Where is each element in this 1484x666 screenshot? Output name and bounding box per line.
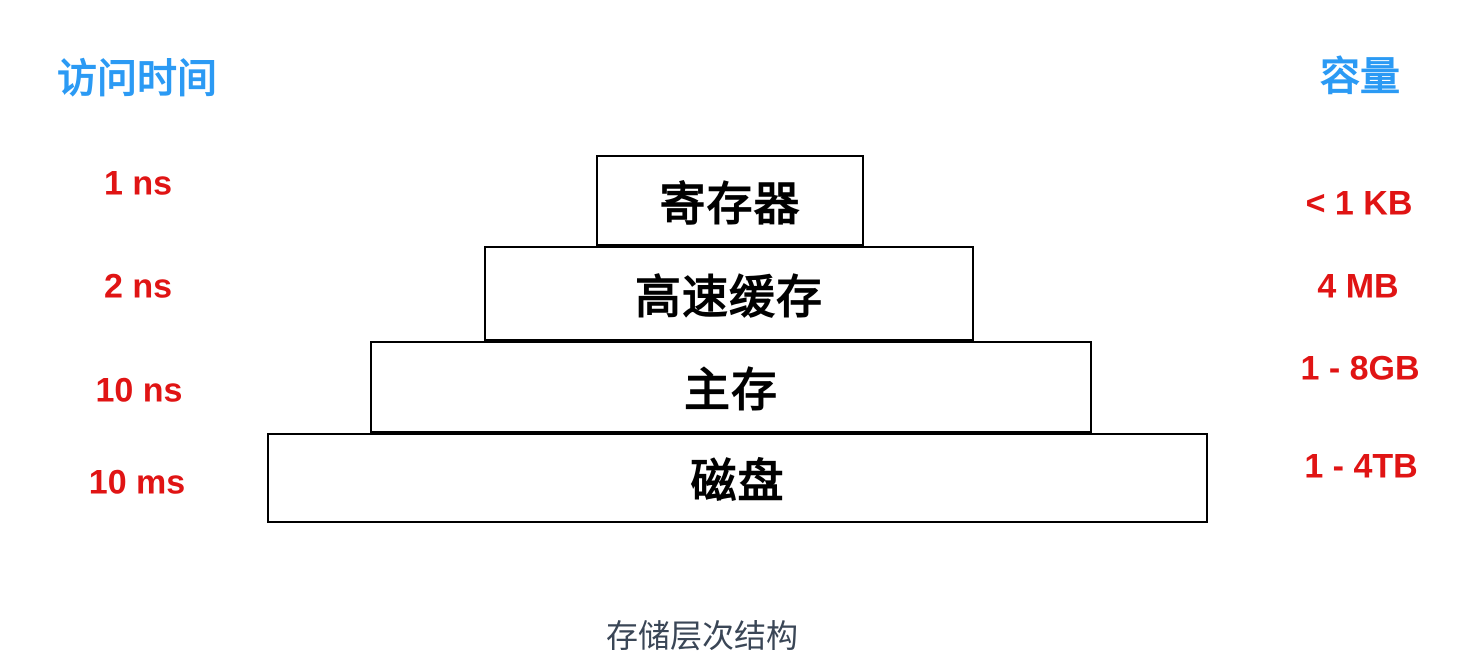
capacity-value-cache: 4 MB [1317,267,1399,306]
pyramid-box-registers: 寄存器 [596,155,864,246]
pyramid-box-cache-label: 高速缓存 [635,270,823,323]
capacity-column-title: 容量 [1320,55,1400,99]
access-time-column-title: 访问时间 [57,57,217,101]
pyramid-box-registers-label: 寄存器 [659,177,801,230]
access-time-value-disk: 10 ms [88,463,186,502]
diagram-caption: 存储层次结构 [605,618,799,654]
pyramid-box-disk: 磁盘 [267,433,1208,523]
access-time-value-registers: 1 ns [103,164,173,203]
access-time-value-cache: 2 ns [103,267,173,306]
access-time-value-main-memory: 10 ns [95,371,183,410]
pyramid-box-cache: 高速缓存 [484,246,974,341]
capacity-value-main-memory: 1 - 8GB [1300,349,1420,388]
pyramid-box-main-memory-label: 主存 [684,364,778,416]
pyramid-box-disk-label: 磁盘 [690,455,785,507]
capacity-value-disk: 1 - 4TB [1304,447,1418,486]
capacity-value-registers: < 1 KB [1305,184,1413,223]
pyramid-box-main-memory: 主存 [370,341,1092,433]
